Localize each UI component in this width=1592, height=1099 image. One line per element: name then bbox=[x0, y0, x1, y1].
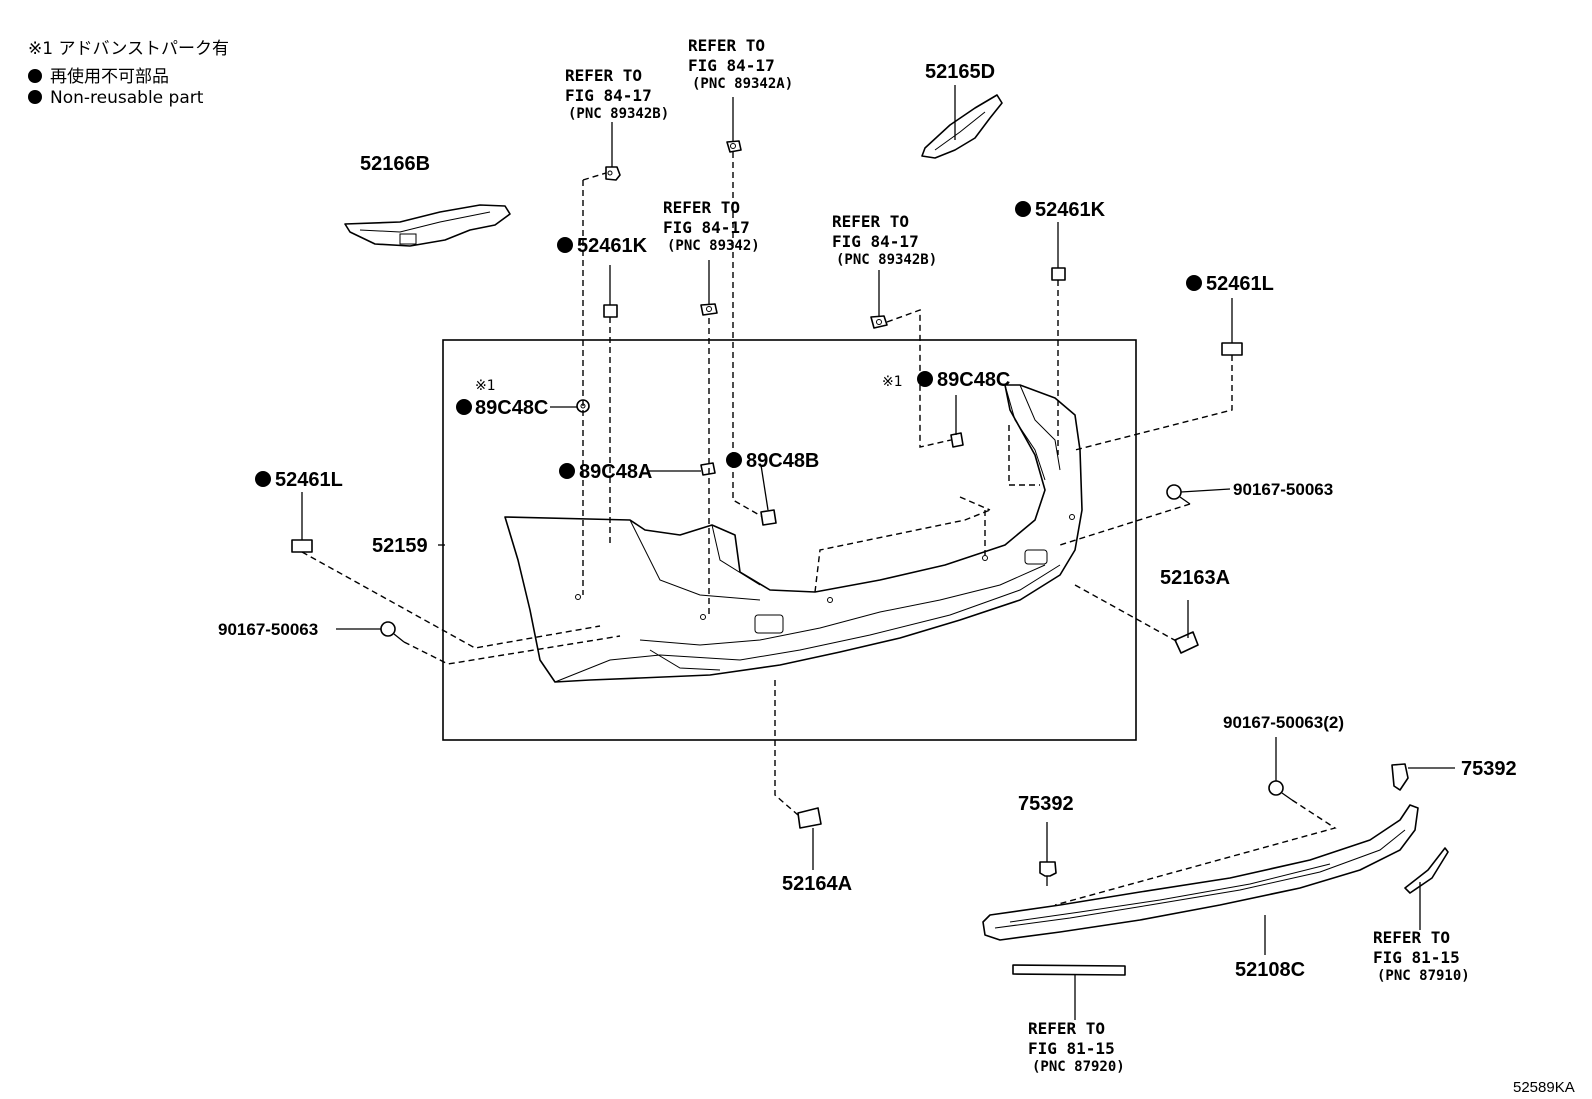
ref-89342b-right-line3: (PNC 89342B) bbox=[836, 252, 937, 268]
leader-line bbox=[760, 464, 769, 511]
non-reusable-dot-icon bbox=[557, 237, 573, 253]
dash-line bbox=[1059, 503, 1191, 546]
ref-89342b-top-line2: FIG 84-17 bbox=[565, 86, 652, 105]
ref-89342b-right-line2: FIG 84-17 bbox=[832, 232, 919, 251]
non-reusable-dot-icon bbox=[559, 463, 575, 479]
dash-line bbox=[1008, 425, 1040, 486]
ref-89342a-line3: (PNC 89342A) bbox=[692, 76, 793, 92]
retainer-89c48c-right-drawing bbox=[950, 432, 964, 448]
part-89c48a-label[interactable]: 89C48A bbox=[579, 461, 652, 483]
ref-89342-line1: REFER TO bbox=[663, 198, 740, 217]
retainer-89c48b-drawing bbox=[760, 509, 777, 526]
molding-87920-drawing bbox=[1012, 964, 1126, 976]
ref-89342b-right-line1: REFER TO bbox=[832, 212, 909, 231]
cap-52164a-drawing bbox=[797, 807, 822, 829]
non-reusable-dot-icon bbox=[28, 90, 42, 104]
rear-bumper-cover-drawing[interactable] bbox=[504, 384, 1083, 683]
sensor-89342a-drawing bbox=[726, 140, 742, 153]
part-89c48c-right-label[interactable]: 89C48C bbox=[937, 369, 1010, 391]
cap-52163a-drawing bbox=[1174, 631, 1199, 654]
ref-87920-line1: REFER TO bbox=[1028, 1019, 1105, 1038]
part-52164a-label[interactable]: 52164A bbox=[782, 873, 852, 895]
dash-line bbox=[403, 635, 621, 665]
ref-87920-line2: FIG 81-15 bbox=[1028, 1039, 1115, 1058]
screw-90167-right-drawing bbox=[1166, 484, 1191, 505]
ref-89342-line2: FIG 84-17 bbox=[663, 218, 750, 237]
clip-52461l-right-drawing bbox=[1221, 342, 1243, 356]
leader-line bbox=[1180, 488, 1231, 493]
part-75392-right-label[interactable]: 75392 bbox=[1461, 758, 1517, 780]
part-89c48c-left-label[interactable]: 89C48C bbox=[475, 397, 548, 419]
screw-90167-lower-drawing bbox=[1268, 780, 1293, 801]
dash-line bbox=[1074, 355, 1233, 451]
non-reusable-dot-icon bbox=[456, 399, 472, 415]
note-ref-mark: ※1 bbox=[882, 374, 903, 390]
part-52165d-label[interactable]: 52165D bbox=[925, 61, 995, 83]
non-reusable-dot-icon bbox=[726, 452, 742, 468]
part-75392-left-label[interactable]: 75392 bbox=[1018, 793, 1074, 815]
ref-87910-line1: REFER TO bbox=[1373, 928, 1450, 947]
ref-89342a-line1: REFER TO bbox=[688, 36, 765, 55]
retainer-89c48a-drawing bbox=[700, 462, 716, 476]
dash-line bbox=[1054, 799, 1337, 906]
ref-89342-line3: (PNC 89342) bbox=[667, 238, 760, 254]
non-reusable-dot-icon bbox=[1015, 201, 1031, 217]
ref-89342b-top-line1: REFER TO bbox=[565, 66, 642, 85]
part-52108c-label[interactable]: 52108C bbox=[1235, 959, 1305, 981]
dash-line bbox=[959, 496, 991, 511]
ref-89342b-top-line3: (PNC 89342B) bbox=[568, 106, 669, 122]
non-reusable-dot-icon bbox=[1186, 275, 1202, 291]
fastener-75392-left-drawing bbox=[1039, 861, 1057, 886]
dash-line bbox=[582, 172, 607, 181]
dash-line bbox=[814, 509, 991, 593]
part-52461k-left-label[interactable]: 52461K bbox=[577, 235, 648, 257]
clip-52461k-left-drawing bbox=[603, 304, 618, 318]
fastener-75392-right-drawing bbox=[1391, 763, 1409, 791]
ref-87920-line3: (PNC 87920) bbox=[1032, 1059, 1125, 1075]
ref-87910-line3: (PNC 87910) bbox=[1377, 968, 1470, 984]
ref-87910-line2: FIG 81-15 bbox=[1373, 948, 1460, 967]
part-52163a-label[interactable]: 52163A bbox=[1160, 567, 1230, 589]
dash-line bbox=[1074, 584, 1179, 643]
non-reusable-dot-icon bbox=[917, 371, 933, 387]
legend-non-reusable-ja: 再使用不可部品 bbox=[28, 62, 169, 87]
part-90167-right-label[interactable]: 90167-50063 bbox=[1233, 480, 1333, 499]
part-52166b-label[interactable]: 52166B bbox=[360, 153, 430, 175]
lower-cover-52108c-drawing[interactable] bbox=[982, 804, 1419, 941]
screw-90167-left-drawing bbox=[380, 621, 405, 643]
part-90167-left-label[interactable]: 90167-50063 bbox=[218, 620, 318, 639]
clip-52461k-right-drawing bbox=[1051, 267, 1066, 281]
legend-note-1: ※1 アドバンストパーク有 bbox=[28, 39, 229, 59]
bumper-assembly-frame bbox=[442, 339, 1137, 741]
non-reusable-dot-icon bbox=[28, 69, 42, 83]
sensor-89342-drawing bbox=[700, 303, 718, 316]
part-90167-lower-label[interactable]: 90167-50063(2) bbox=[1223, 713, 1344, 732]
sensor-89342b-top-drawing bbox=[605, 166, 621, 181]
dash-line bbox=[774, 680, 799, 816]
ref-89342a-line2: FIG 84-17 bbox=[688, 56, 775, 75]
part-89c48b-label[interactable]: 89C48B bbox=[746, 450, 819, 472]
retainer-52166b-drawing[interactable] bbox=[344, 204, 511, 247]
dash-line bbox=[732, 152, 762, 517]
clip-52461l-left-drawing bbox=[291, 539, 313, 553]
legend-non-reusable-en-text: Non-reusable part bbox=[50, 88, 204, 108]
diagram-code: 52589KA bbox=[1513, 1079, 1575, 1096]
non-reusable-dot-icon bbox=[255, 471, 271, 487]
legend-non-reusable-ja-text: 再使用不可部品 bbox=[50, 67, 169, 87]
part-52159-label[interactable]: 52159 bbox=[372, 535, 428, 557]
part-52461l-right-label[interactable]: 52461L bbox=[1206, 273, 1274, 295]
bracket-52165d-drawing[interactable] bbox=[921, 94, 1003, 159]
legend-non-reusable-en: Non-reusable part bbox=[28, 88, 203, 108]
sensor-89342b-right-drawing bbox=[870, 315, 888, 329]
part-52461l-left-label[interactable]: 52461L bbox=[275, 469, 343, 491]
molding-87910-drawing bbox=[1404, 847, 1449, 894]
part-52461k-right-label[interactable]: 52461K bbox=[1035, 199, 1106, 221]
note-ref-mark: ※1 bbox=[475, 378, 496, 394]
dash-line bbox=[301, 551, 601, 649]
